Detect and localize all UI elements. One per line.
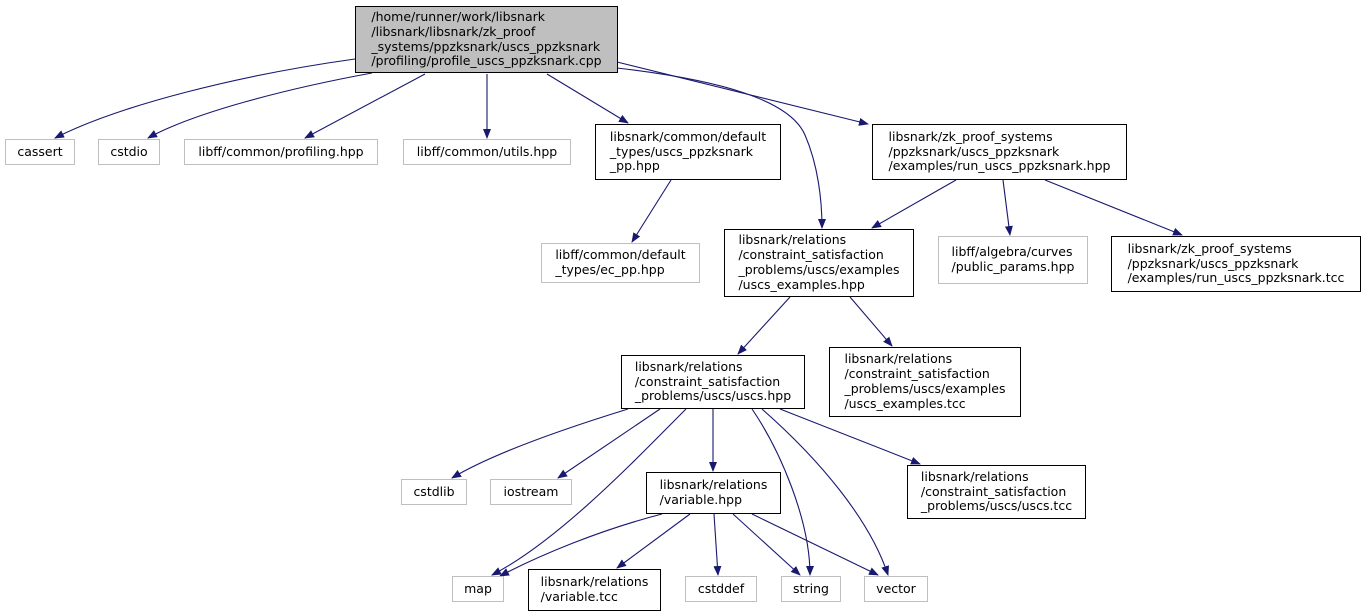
edge-run_hpp-to-public_params	[1002, 179, 1013, 236]
node-label: libsnark/relations /variable.tcc	[540, 574, 649, 604]
node-label: string	[793, 580, 829, 596]
node-run-uscs-ppzksnark-hpp[interactable]: libsnark/zk_proof_systems /ppzksnark/usc…	[872, 124, 1127, 180]
edge-uscs_hpp-to-iostream	[557, 408, 661, 479]
node-uscs-examples-tcc[interactable]: libsnark/relations /constraint_satisfact…	[829, 347, 1021, 417]
node-label: cassert	[17, 143, 63, 159]
edge-uscs_hpp-to-uscs_tcc	[779, 408, 921, 465]
node-uscs-tcc[interactable]: libsnark/relations /constraint_satisfact…	[907, 465, 1086, 519]
node-uscs-hpp[interactable]: libsnark/relations /constraint_satisfact…	[621, 355, 805, 409]
edge-uscs_hpp-to-string	[751, 408, 814, 576]
edge-root-to-run_hpp	[616, 61, 869, 126]
node-libff-utils-hpp[interactable]: libff/common/utils.hpp	[403, 139, 571, 165]
node-iostream[interactable]: iostream	[490, 479, 572, 505]
node-vector[interactable]: vector	[864, 576, 928, 602]
edge-uscs_examples_hpp-to-uscs_hpp	[737, 296, 791, 355]
node-variable-tcc[interactable]: libsnark/relations /variable.tcc	[528, 569, 661, 611]
edge-variable_hpp-to-cstddef	[713, 513, 722, 576]
node-map[interactable]: map	[452, 576, 504, 602]
node-label: libsnark/relations /constraint_satisfact…	[738, 232, 900, 292]
edge-variable_hpp-to-map	[499, 513, 663, 577]
node-label: cstddef	[697, 580, 745, 596]
edge-variable_hpp-to-variable_tcc	[616, 513, 691, 569]
node-root-profile-uscs-ppzksnark-cpp[interactable]: /home/runner/work/libsnark /libsnark/lib…	[355, 6, 618, 73]
node-label: libff/common/profiling.hpp	[198, 143, 364, 159]
edge-variable_hpp-to-vector	[751, 513, 879, 576]
node-label: libff/algebra/curves /public_params.hpp	[951, 244, 1075, 274]
edge-default_types-to-ec_pp	[631, 179, 672, 243]
node-run-uscs-ppzksnark-tcc[interactable]: libsnark/zk_proof_systems /ppzksnark/usc…	[1111, 236, 1361, 292]
node-label: vector	[876, 580, 916, 596]
edge-variable_hpp-to-string	[732, 513, 801, 576]
node-label: cstdlib	[413, 483, 455, 499]
edge-root-to-profiling	[304, 73, 426, 139]
node-label: libsnark/relations /constraint_satisfact…	[634, 358, 792, 404]
edge-run_hpp-to-run_tcc	[1044, 179, 1183, 236]
node-cstdio[interactable]: cstdio	[98, 139, 160, 165]
node-cstddef[interactable]: cstddef	[685, 576, 757, 602]
node-libff-profiling-hpp[interactable]: libff/common/profiling.hpp	[184, 139, 378, 165]
node-label: libsnark/relations /constraint_satisfact…	[844, 351, 1006, 411]
edge-uscs_hpp-to-cstdlib	[451, 408, 629, 479]
edge-root-to-cstdio	[147, 72, 373, 139]
node-variable-hpp[interactable]: libsnark/relations /variable.hpp	[646, 472, 781, 514]
edge-uscs_hpp-to-map	[491, 408, 687, 576]
node-label: libsnark/zk_proof_systems /ppzksnark/usc…	[1127, 240, 1345, 286]
node-cstdlib[interactable]: cstdlib	[401, 479, 467, 505]
edge-run_hpp-to-uscs_examples_hpp	[871, 179, 957, 229]
node-label: /home/runner/work/libsnark /libsnark/lib…	[371, 8, 602, 69]
edge-root-to-default_types	[546, 73, 629, 124]
edge-root-to-uscs_examples_hpp	[616, 67, 826, 229]
node-label: libff/common/default _types/ec_pp.hpp	[555, 247, 686, 277]
node-label: libsnark/relations /constraint_satisfact…	[920, 468, 1073, 514]
node-label: libsnark/common/default _types/uscs_ppzk…	[609, 128, 767, 174]
node-libff-ec-pp-hpp[interactable]: libff/common/default _types/ec_pp.hpp	[541, 243, 700, 283]
node-label: libff/common/utils.hpp	[416, 143, 558, 159]
node-label: libsnark/relations /variable.hpp	[659, 477, 768, 507]
node-string[interactable]: string	[781, 576, 841, 602]
edge-root-to-cassert	[54, 58, 356, 139]
node-cassert[interactable]: cassert	[5, 139, 75, 165]
node-label: map	[464, 580, 492, 596]
node-default-types-uscs-ppzksnark-pp-hpp[interactable]: libsnark/common/default _types/uscs_ppzk…	[595, 124, 781, 180]
node-label: iostream	[503, 483, 559, 499]
edge-uscs_hpp-to-vector	[761, 408, 889, 576]
node-uscs-examples-hpp[interactable]: libsnark/relations /constraint_satisfact…	[724, 229, 914, 297]
node-label: cstdio	[110, 143, 148, 159]
edge-uscs_examples_hpp-to-uscs_examples_tcc	[849, 296, 893, 347]
node-libff-public-params-hpp[interactable]: libff/algebra/curves /public_params.hpp	[938, 236, 1088, 284]
node-label: libsnark/zk_proof_systems /ppzksnark/usc…	[888, 128, 1111, 174]
